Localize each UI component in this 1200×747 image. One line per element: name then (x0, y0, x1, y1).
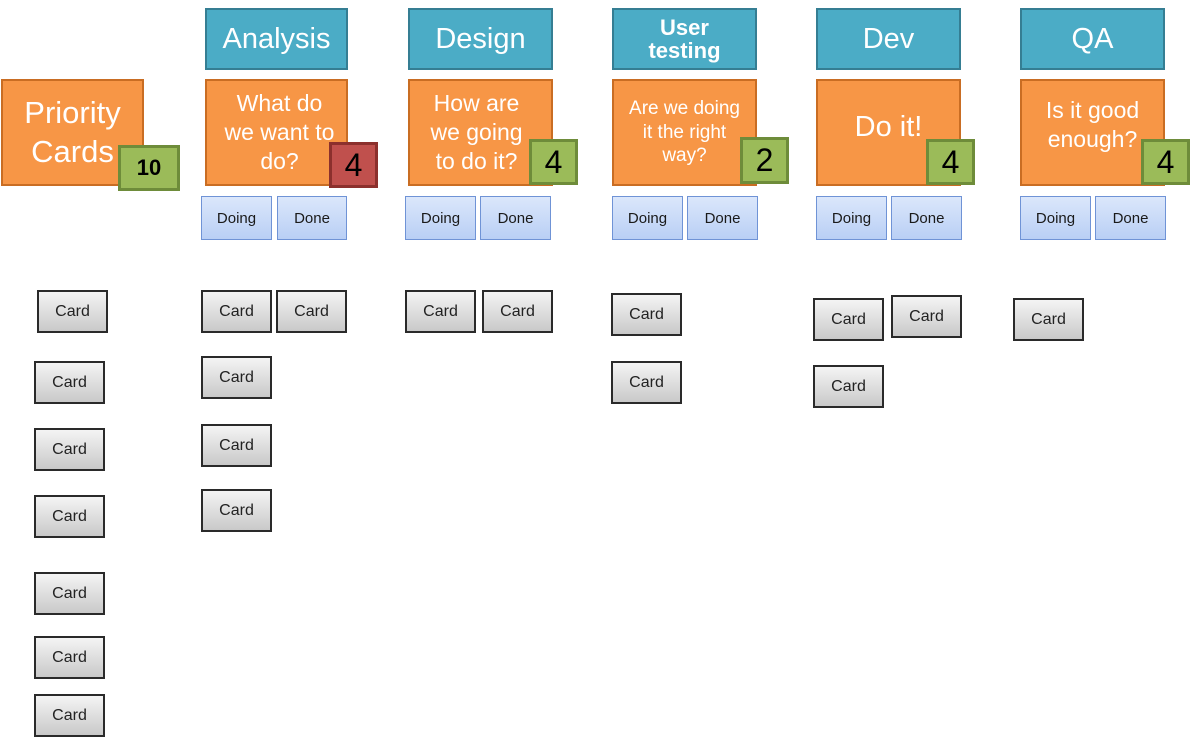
card[interactable]: Card (813, 298, 884, 341)
wip-limit-badge-qa: 4 (1141, 139, 1190, 185)
stage-question-user-testing: Are we doing it the right way? (612, 79, 757, 186)
wip-limit-value: 2 (755, 142, 774, 178)
doing-label: Doing (216, 209, 257, 227)
card[interactable]: Card (813, 365, 884, 408)
card[interactable]: Card (611, 361, 682, 404)
priority-cards-label: Priority Cards (24, 94, 121, 169)
card[interactable]: Card (34, 428, 105, 471)
card-label: Card (1031, 310, 1066, 328)
card-label: Card (52, 648, 87, 666)
stage-header-user-testing: User testing (612, 8, 757, 70)
stage-question-text: What do we want to do? (224, 90, 335, 174)
card[interactable]: Card (34, 636, 105, 679)
card[interactable]: Card (201, 489, 272, 532)
done-label: Done (294, 209, 330, 227)
card[interactable]: Card (482, 290, 553, 333)
stage-question-qa: Is it good enough? (1020, 79, 1165, 186)
doing-column-user-testing[interactable]: Doing (612, 196, 683, 240)
card-label: Card (52, 584, 87, 602)
card-label: Card (52, 440, 87, 458)
card[interactable]: Card (34, 361, 105, 404)
stage-question-text: Is it good enough? (1045, 96, 1140, 152)
done-label: Done (908, 209, 945, 227)
doing-label: Doing (627, 209, 668, 227)
card[interactable]: Card (34, 495, 105, 538)
doing-column-qa[interactable]: Doing (1020, 196, 1091, 240)
stage-question-text: Are we doing it the right way? (629, 97, 740, 167)
card[interactable]: Card (1013, 298, 1084, 341)
stage-question-text: How are we going to do it? (430, 90, 523, 174)
card[interactable]: Card (201, 424, 272, 467)
card-label: Card (52, 706, 87, 724)
card[interactable]: Card (201, 356, 272, 399)
wip-limit-value: 4 (1156, 143, 1175, 180)
doing-column-analysis[interactable]: Doing (201, 196, 272, 240)
wip-limit-badge-user-testing: 2 (740, 137, 789, 184)
stage-title: Dev (862, 22, 915, 55)
card-label: Card (831, 377, 866, 395)
stage-header-design: Design (408, 8, 553, 70)
done-label: Done (704, 209, 741, 227)
card-label: Card (294, 302, 329, 320)
doing-label: Doing (1035, 209, 1076, 227)
stage-header-dev: Dev (816, 8, 961, 70)
stage-question-analysis: What do we want to do? (205, 79, 348, 186)
wip-limit-badge-analysis: 4 (329, 142, 378, 188)
stage-header-qa: QA (1020, 8, 1165, 70)
doing-label: Doing (420, 209, 461, 227)
done-column-user-testing[interactable]: Done (687, 196, 758, 240)
card[interactable]: Card (611, 293, 682, 336)
done-column-dev[interactable]: Done (891, 196, 962, 240)
card-label: Card (423, 302, 458, 320)
stage-title: QA (1071, 22, 1114, 55)
card[interactable]: Card (37, 290, 108, 333)
card-label: Card (52, 373, 87, 391)
wip-limit-value: 4 (544, 143, 563, 180)
card-label: Card (52, 507, 87, 525)
card-label: Card (55, 302, 90, 320)
done-label: Done (497, 209, 534, 227)
done-label: Done (1112, 209, 1149, 227)
card-label: Card (219, 436, 254, 454)
done-column-analysis[interactable]: Done (277, 196, 347, 240)
card-label: Card (629, 305, 664, 323)
wip-limit-badge-design: 4 (529, 139, 578, 185)
stage-title: Design (435, 22, 526, 55)
wip-limit-value: 4 (344, 146, 363, 183)
wip-limit-value: 4 (941, 143, 960, 180)
doing-column-design[interactable]: Doing (405, 196, 476, 240)
doing-column-dev[interactable]: Doing (816, 196, 887, 240)
stage-title: User testing (648, 14, 721, 63)
done-column-design[interactable]: Done (480, 196, 551, 240)
priority-limit-badge: 10 (118, 145, 180, 191)
card[interactable]: Card (891, 295, 962, 338)
card[interactable]: Card (34, 572, 105, 615)
stage-question-design: How are we going to do it? (408, 79, 553, 186)
card-label: Card (219, 368, 254, 386)
card-label: Card (219, 501, 254, 519)
stage-question-text: Do it! (854, 111, 923, 144)
card[interactable]: Card (276, 290, 347, 333)
priority-cards-header: Priority Cards (1, 79, 144, 186)
card-label: Card (219, 302, 254, 320)
card-label: Card (629, 373, 664, 391)
card-label: Card (831, 310, 866, 328)
card[interactable]: Card (201, 290, 272, 333)
done-column-qa[interactable]: Done (1095, 196, 1166, 240)
priority-limit-value: 10 (136, 155, 162, 180)
wip-limit-badge-dev: 4 (926, 139, 975, 185)
stage-title: Analysis (222, 22, 331, 55)
card-label: Card (909, 307, 944, 325)
stage-header-analysis: Analysis (205, 8, 348, 70)
card[interactable]: Card (405, 290, 476, 333)
doing-label: Doing (831, 209, 872, 227)
card-label: Card (500, 302, 535, 320)
card[interactable]: Card (34, 694, 105, 737)
